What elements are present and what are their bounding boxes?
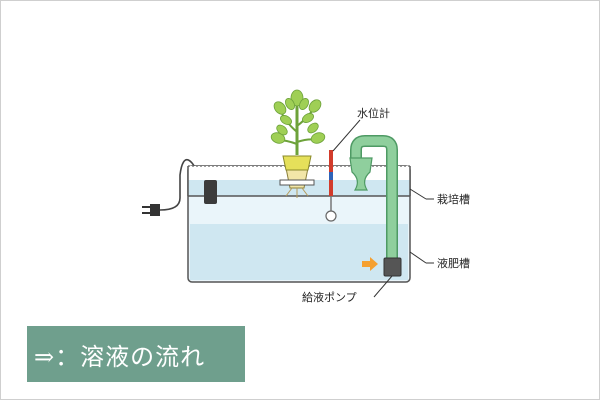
feed-pump-leader xyxy=(373,275,393,298)
plug-icon xyxy=(142,204,160,216)
flow-legend: ⇒：溶液の流れ xyxy=(27,326,245,382)
cultivation-tank-label: 栽培槽 xyxy=(437,192,470,206)
flow-arrow-icon xyxy=(362,257,378,271)
water-gauge-icon xyxy=(325,150,337,222)
nutrient-tank-label: 液肥槽 xyxy=(437,256,470,270)
supply-pipe xyxy=(349,135,398,264)
water-gauge-leader xyxy=(332,119,361,152)
water-gauge-label: 水位計 xyxy=(357,106,390,120)
pump-icon xyxy=(383,257,402,277)
drain-device-icon xyxy=(204,180,217,204)
nutrient-tank-leader xyxy=(409,251,427,264)
cultivation-tank-leader xyxy=(409,188,427,200)
feed-pump-label: 給液ポンプ xyxy=(302,290,357,304)
plant-icon xyxy=(270,89,326,198)
